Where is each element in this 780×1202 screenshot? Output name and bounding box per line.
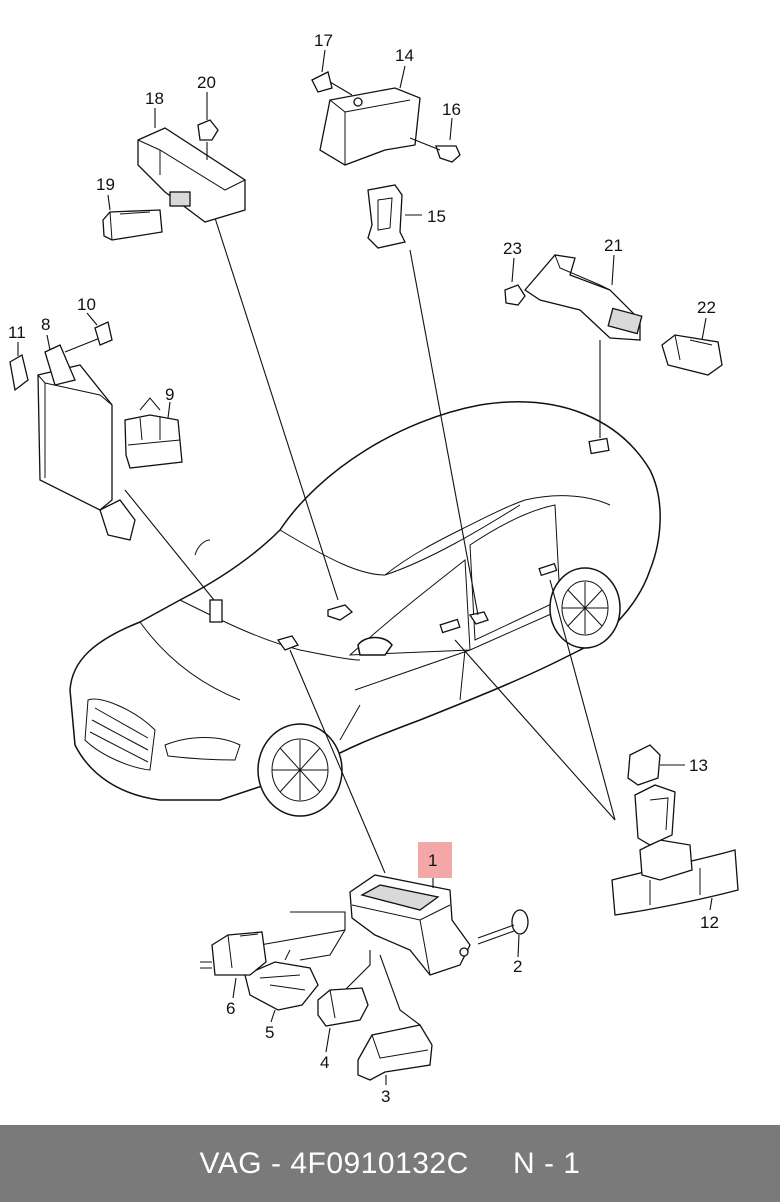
highlight-box (418, 842, 452, 878)
callout-3: 3 (381, 1087, 390, 1106)
part-8-control-unit (9, 321, 136, 541)
callout-4: 4 (320, 1053, 329, 1072)
part-13-cap (627, 744, 685, 786)
leader-lines (124, 217, 616, 1026)
part-1-sensor (349, 874, 471, 976)
callout-17: 17 (314, 31, 333, 50)
callout-16: 16 (442, 100, 461, 119)
footer-part-number: 4F0910132C (290, 1146, 469, 1180)
part-9-connector (124, 397, 183, 469)
part-21-bracket (504, 254, 723, 376)
part-2-bolt (477, 909, 529, 945)
callout-14: 14 (395, 46, 414, 65)
footer-position: N - 1 (512, 1146, 581, 1180)
callout-21: 21 (604, 236, 623, 255)
callout-6: 6 (226, 999, 235, 1018)
part-15-sensor (367, 184, 406, 249)
part-3-cover (357, 1024, 433, 1081)
part-19-connector (102, 209, 163, 241)
callout-8: 8 (41, 315, 50, 334)
callout-22: 22 (697, 298, 716, 317)
callout-labels: 1 2 3 4 5 6 8 9 10 11 12 13 14 15 16 17 … (8, 31, 719, 1106)
footer-separator: - (262, 1146, 291, 1180)
footer-bar: VAG - 4F0910132C N - 1 (0, 1125, 780, 1202)
callout-12: 12 (700, 913, 719, 932)
callout-1: 1 (428, 851, 437, 870)
part-5-bracket (244, 949, 319, 1011)
callout-lines (17, 49, 713, 1085)
callout-2: 2 (513, 957, 522, 976)
callout-9: 9 (165, 385, 174, 404)
part-14-bracket (311, 71, 461, 166)
footer-brand: VAG (199, 1146, 263, 1180)
car-illustration (69, 401, 661, 817)
callout-23: 23 (503, 239, 522, 258)
callout-15: 15 (427, 207, 446, 226)
part-18-module (137, 119, 246, 223)
callout-11: 11 (8, 323, 26, 342)
callout-19: 19 (96, 175, 115, 194)
callout-18: 18 (145, 89, 164, 108)
part-12-door-handle (611, 784, 739, 916)
parts-diagram: 1 2 3 4 5 6 8 9 10 11 12 13 14 15 16 17 … (8, 31, 739, 1106)
callout-20: 20 (197, 73, 216, 92)
callout-5: 5 (265, 1023, 274, 1042)
callout-13: 13 (689, 756, 708, 775)
callout-10: 10 (77, 295, 96, 314)
footer-gap (469, 1147, 513, 1181)
part-4-clip (317, 987, 369, 1027)
part-6-connector (200, 931, 267, 976)
